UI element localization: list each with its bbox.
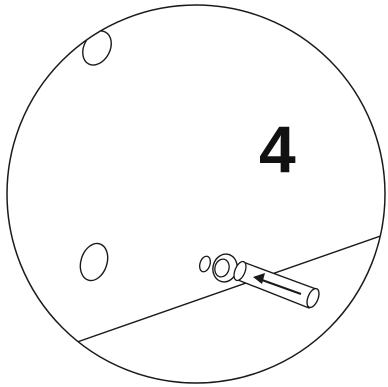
dowel-hole	[198, 255, 212, 273]
magnified-detail	[40, 26, 388, 355]
board-edge-line	[40, 232, 388, 355]
magnifier-circle	[7, 5, 385, 383]
cam-hole	[76, 240, 112, 284]
step-number: 4	[259, 112, 296, 186]
